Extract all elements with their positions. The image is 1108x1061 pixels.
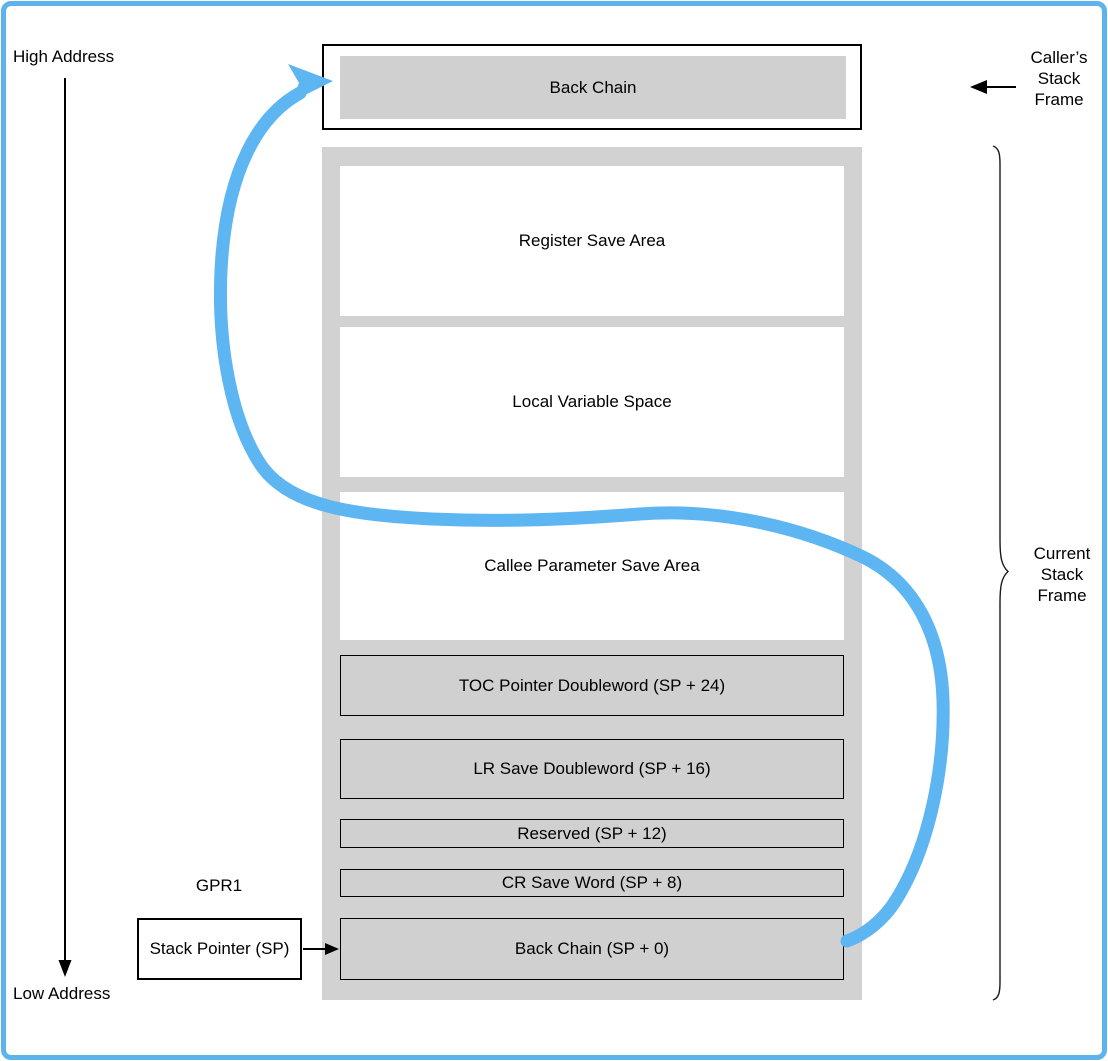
back-chain-sp0-box: Back Chain (SP + 0) <box>340 918 844 980</box>
reserved-box: Reserved (SP + 12) <box>340 819 844 848</box>
annotation-line: Stack <box>1037 69 1081 88</box>
low-address-label: Low Address <box>13 984 111 1003</box>
high-address-label: High Address <box>13 47 115 66</box>
left-arrowhead-icon <box>970 80 987 94</box>
toc-pointer-doubleword-box: TOC Pointer Doubleword (SP + 24) <box>340 655 844 716</box>
annotation-line: Frame <box>1037 586 1087 605</box>
annotation-line: Frame <box>1034 90 1084 109</box>
down-arrowhead-icon <box>58 960 72 977</box>
annotation-line: Current <box>1033 544 1091 563</box>
current-frame-brace <box>992 145 1010 1001</box>
callee-parameter-save-area-box: Callee Parameter Save Area <box>340 492 844 640</box>
cr-save-word-box: CR Save Word (SP + 8) <box>340 869 844 897</box>
register-save-area-box: Register Save Area <box>340 166 844 316</box>
current-frame-annotation: Current Stack Frame <box>1017 543 1107 606</box>
stack-pointer-box: Stack Pointer (SP) <box>137 918 302 980</box>
lr-save-doubleword-box: LR Save Doubleword (SP + 16) <box>340 739 844 799</box>
caller-back-chain-cell: Back Chain <box>340 56 846 119</box>
caller-frame-annotation: Caller’s Stack Frame <box>1014 47 1104 110</box>
gpr1-label: GPR1 <box>195 876 243 895</box>
current-stack-frame-container: Register Save Area Local Variable Space … <box>322 147 862 1000</box>
annotation-line: Stack <box>1040 565 1084 584</box>
local-variable-space-box: Local Variable Space <box>340 327 844 477</box>
caller-stack-frame-box: Back Chain <box>322 44 862 130</box>
annotation-line: Caller’s <box>1030 48 1088 67</box>
